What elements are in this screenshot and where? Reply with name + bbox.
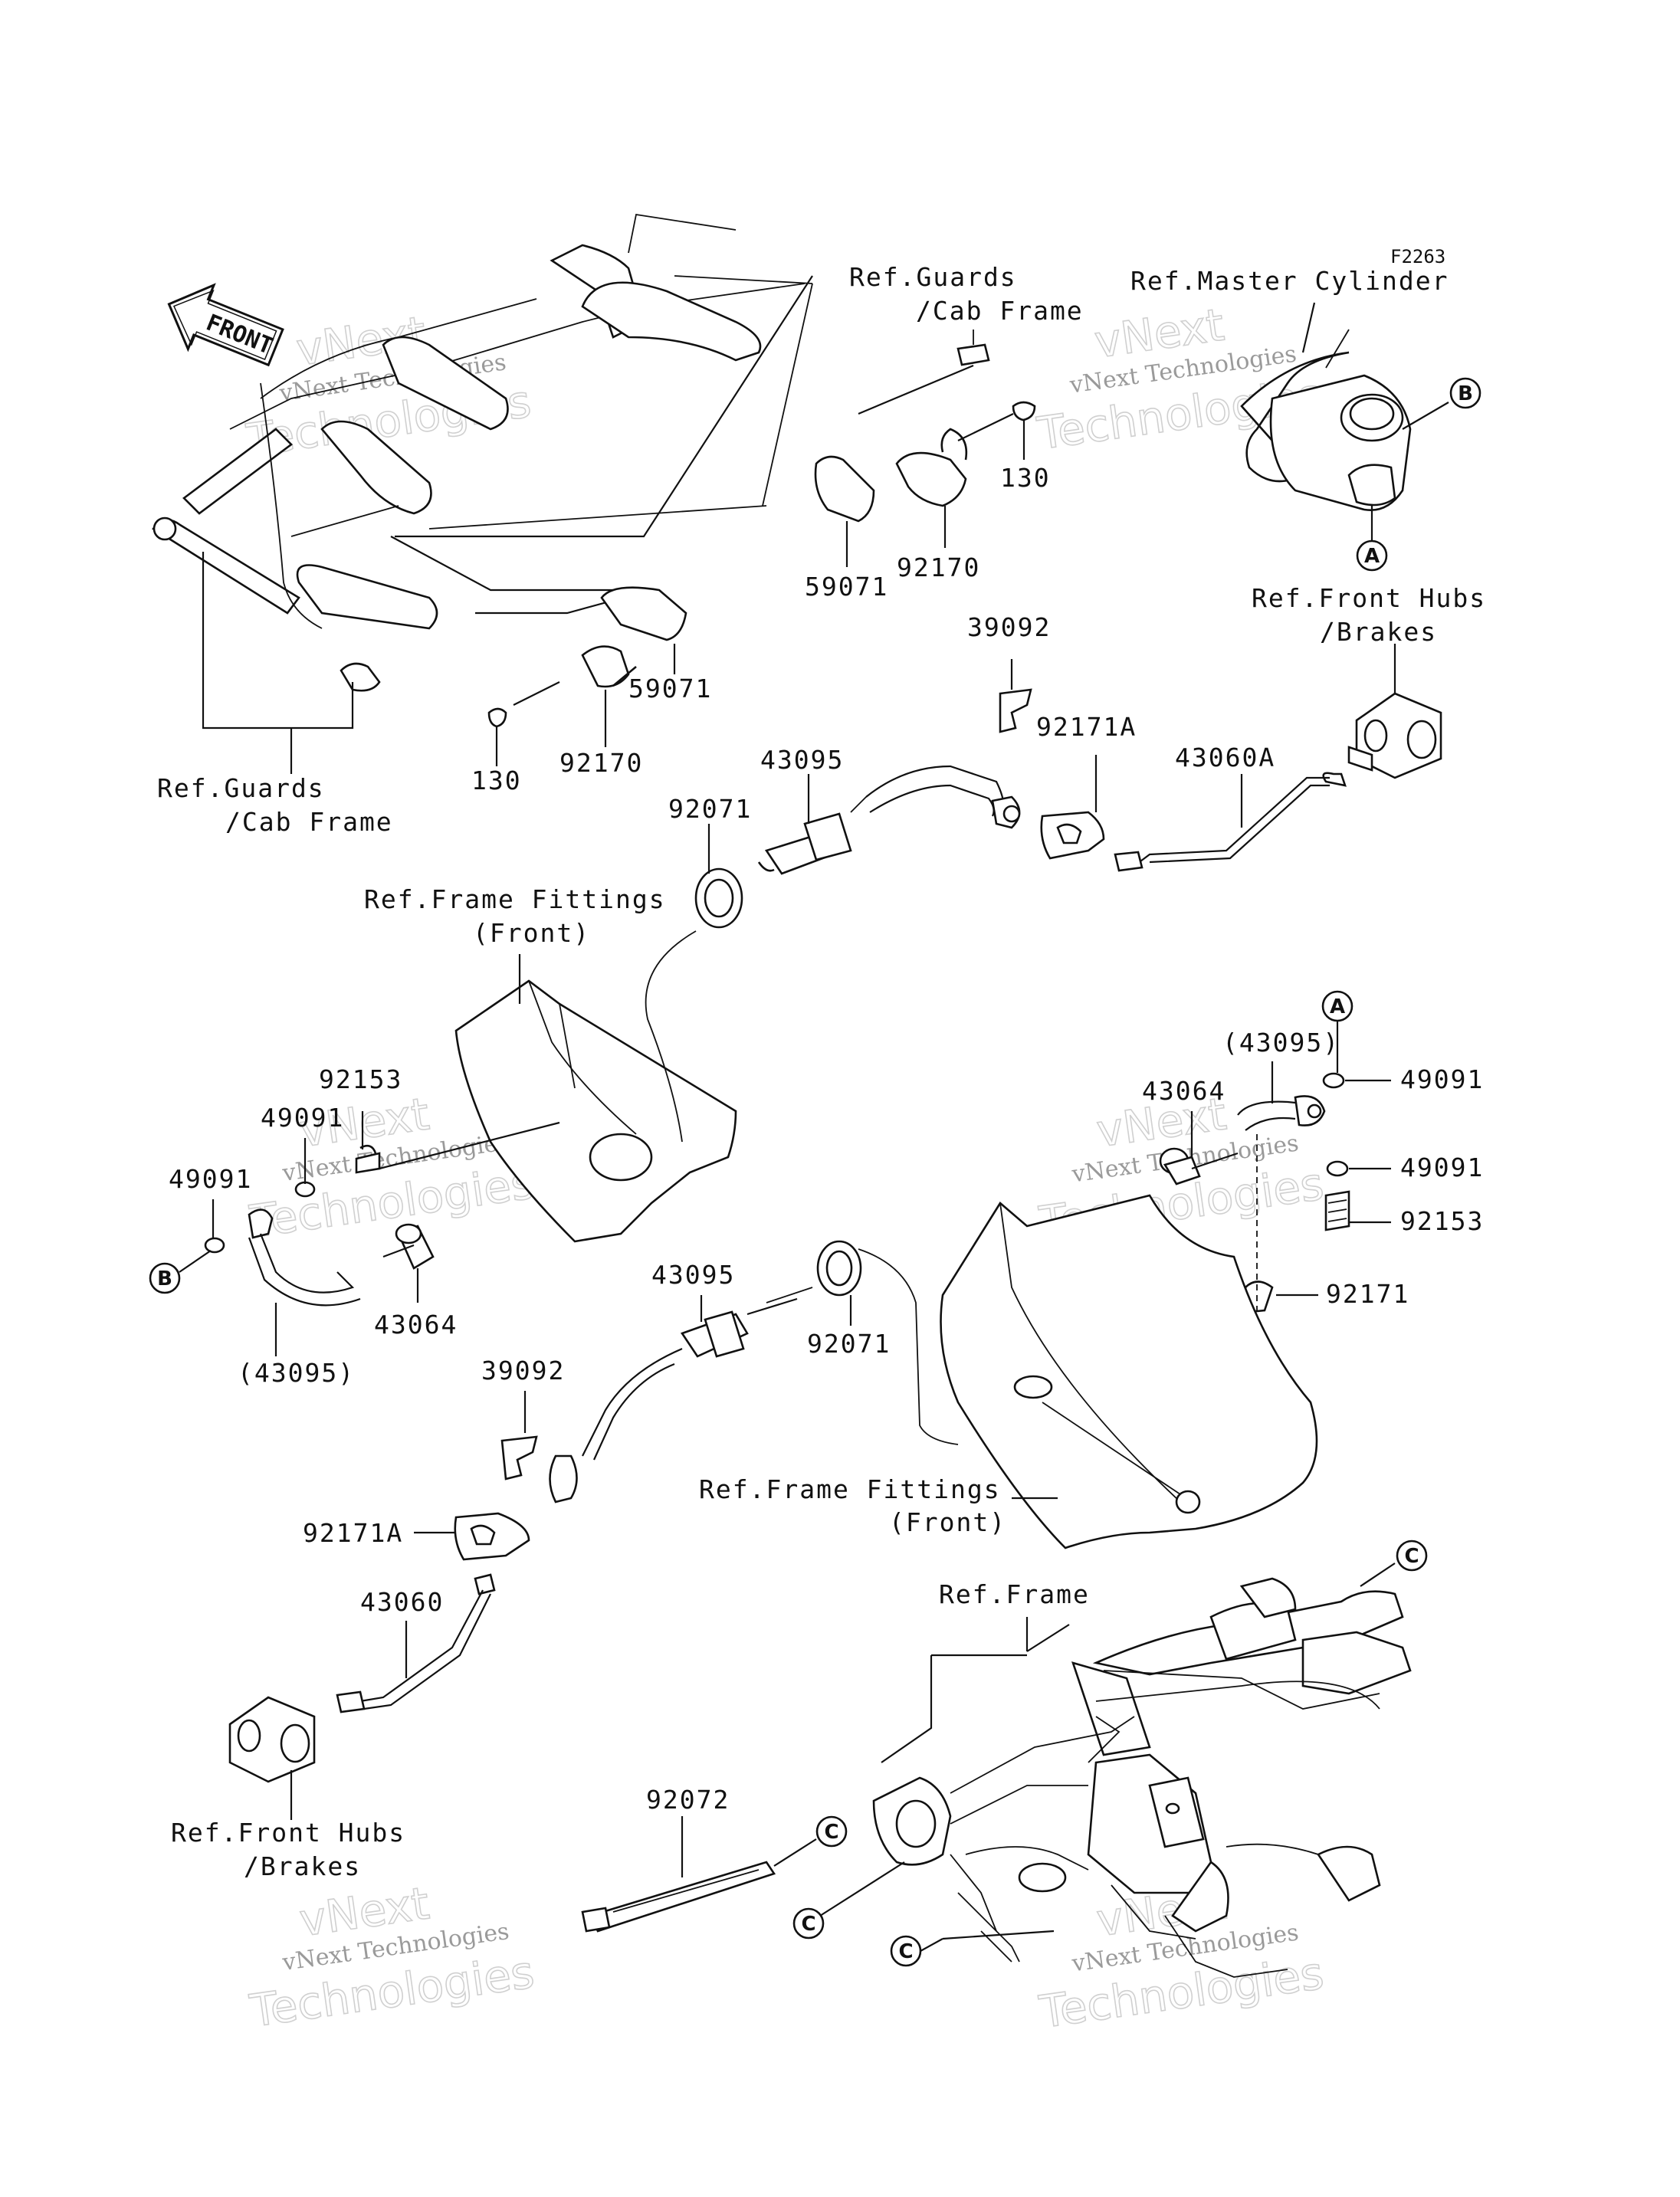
bracket-92171A-top	[999, 659, 1105, 860]
ref-guards-top-line2: /Cab Frame	[916, 296, 1084, 326]
callout-c-top-label: C	[1404, 1545, 1419, 1568]
cab-frame-drawing	[152, 213, 813, 774]
part-92170-left: 92170	[559, 748, 643, 778]
ref-frame-fittings-lower-line1: Ref.Frame Fittings	[699, 1474, 1001, 1504]
part-92153-left: 92153	[319, 1064, 402, 1094]
ref-front-hubs-right-line1: Ref.Front Hubs	[1252, 583, 1486, 613]
part-49091-left-b: 49091	[169, 1164, 252, 1194]
part-43095-top: 43095	[760, 745, 844, 775]
callout-c-mid-label: C	[824, 1821, 838, 1844]
ref-front-hubs-right-line2: /Brakes	[1320, 617, 1437, 647]
brake-line-43060	[336, 1573, 496, 1713]
callout-a-top-label: A	[1364, 545, 1380, 568]
part-39092-mid: 39092	[481, 1356, 565, 1385]
clamp-assembly-top	[762, 283, 1036, 567]
part-43064-left: 43064	[374, 1310, 458, 1340]
part-43060: 43060	[360, 1587, 444, 1617]
hose-43095-left	[248, 1208, 361, 1356]
ref-guards-left-line1: Ref.Guards	[157, 773, 325, 803]
figure-code: F2263	[1390, 246, 1445, 267]
front-hub-left	[228, 1696, 316, 1820]
callout-c-top: C	[1396, 1540, 1428, 1572]
cable-tie-92072	[581, 1816, 817, 1933]
ref-front-hubs-left-line2: /Brakes	[244, 1851, 361, 1881]
seal-92071-top	[694, 824, 743, 929]
part-92171A-top: 92171A	[1036, 712, 1137, 742]
part-43095-left-paren: (43095)	[238, 1358, 355, 1388]
frame-assembly	[819, 1562, 1412, 1978]
ref-frame-fittings-lower-line2: (Front)	[889, 1507, 1006, 1537]
part-92071-top: 92071	[668, 794, 752, 824]
clamp-assembly-left	[487, 586, 687, 766]
part-92170-top: 92170	[897, 553, 980, 582]
ref-front-hubs-left-line1: Ref.Front Hubs	[171, 1818, 405, 1848]
part-92072: 92072	[646, 1785, 730, 1815]
part-39092-top: 39092	[967, 612, 1051, 642]
part-59071-top: 59071	[805, 572, 888, 602]
fitting-set-right	[1159, 1019, 1391, 1402]
callout-c-bottom-label: C	[898, 1940, 913, 1963]
callout-c-left-label: C	[801, 1913, 815, 1936]
ref-frame: Ref.Frame	[939, 1579, 1090, 1609]
callout-c-mid: C	[815, 1815, 848, 1848]
master-cylinder	[1240, 302, 1449, 548]
brake-line-43060A	[1114, 772, 1347, 872]
front-hub-right	[1347, 644, 1442, 779]
part-43095-mid: 43095	[651, 1260, 735, 1290]
ref-guards-top-line1: Ref.Guards	[849, 262, 1017, 292]
callout-c-left: C	[792, 1907, 825, 1940]
ref-frame-fittings-upper-line1: Ref.Frame Fittings	[364, 884, 666, 914]
frame-fittings-upper	[454, 930, 737, 1243]
ref-frame-fittings-upper-line2: (Front)	[473, 918, 590, 948]
callout-a-right-label: A	[1330, 995, 1345, 1018]
part-92153-right: 92153	[1400, 1206, 1484, 1236]
callout-b-left-label: B	[157, 1267, 172, 1290]
callout-c-bottom: C	[890, 1935, 943, 1967]
callout-b-left: B	[149, 1250, 212, 1294]
ref-guards-left-line2: /Cab Frame	[225, 807, 393, 837]
part-43064-right: 43064	[1142, 1076, 1226, 1106]
seal-92071-mid	[816, 1240, 959, 1445]
callout-b-top: B	[1449, 377, 1481, 409]
bracket-92171A-mid	[414, 1512, 530, 1561]
front-arrow-icon: FRONT	[167, 283, 284, 367]
part-130-top: 130	[1000, 463, 1051, 493]
part-59071-left: 59071	[628, 674, 712, 703]
callout-a-right: A	[1321, 990, 1354, 1022]
hose-43095-mid	[549, 1287, 813, 1503]
part-43095-right-paren: (43095)	[1222, 1028, 1340, 1058]
frame-fittings-lower	[940, 1194, 1318, 1549]
part-92171: 92171	[1326, 1279, 1409, 1309]
hose-43095-top	[757, 765, 1021, 875]
part-49091-right-b: 49091	[1400, 1153, 1484, 1182]
ref-master-cylinder: Ref.Master Cylinder	[1130, 266, 1449, 296]
callout-b-top-label: B	[1458, 382, 1473, 405]
part-49091-right-a: 49091	[1400, 1064, 1484, 1094]
fitting-set-left	[204, 1111, 560, 1254]
callout-a-top: A	[1356, 539, 1388, 572]
part-43060A: 43060A	[1175, 743, 1275, 772]
grommet-43064-left	[382, 1223, 435, 1303]
part-49091-left-a: 49091	[261, 1103, 344, 1133]
part-130-left: 130	[471, 766, 522, 795]
part-92171A-mid: 92171A	[303, 1518, 403, 1548]
clip-39092-mid	[500, 1391, 538, 1481]
part-92071-mid: 92071	[807, 1329, 891, 1359]
